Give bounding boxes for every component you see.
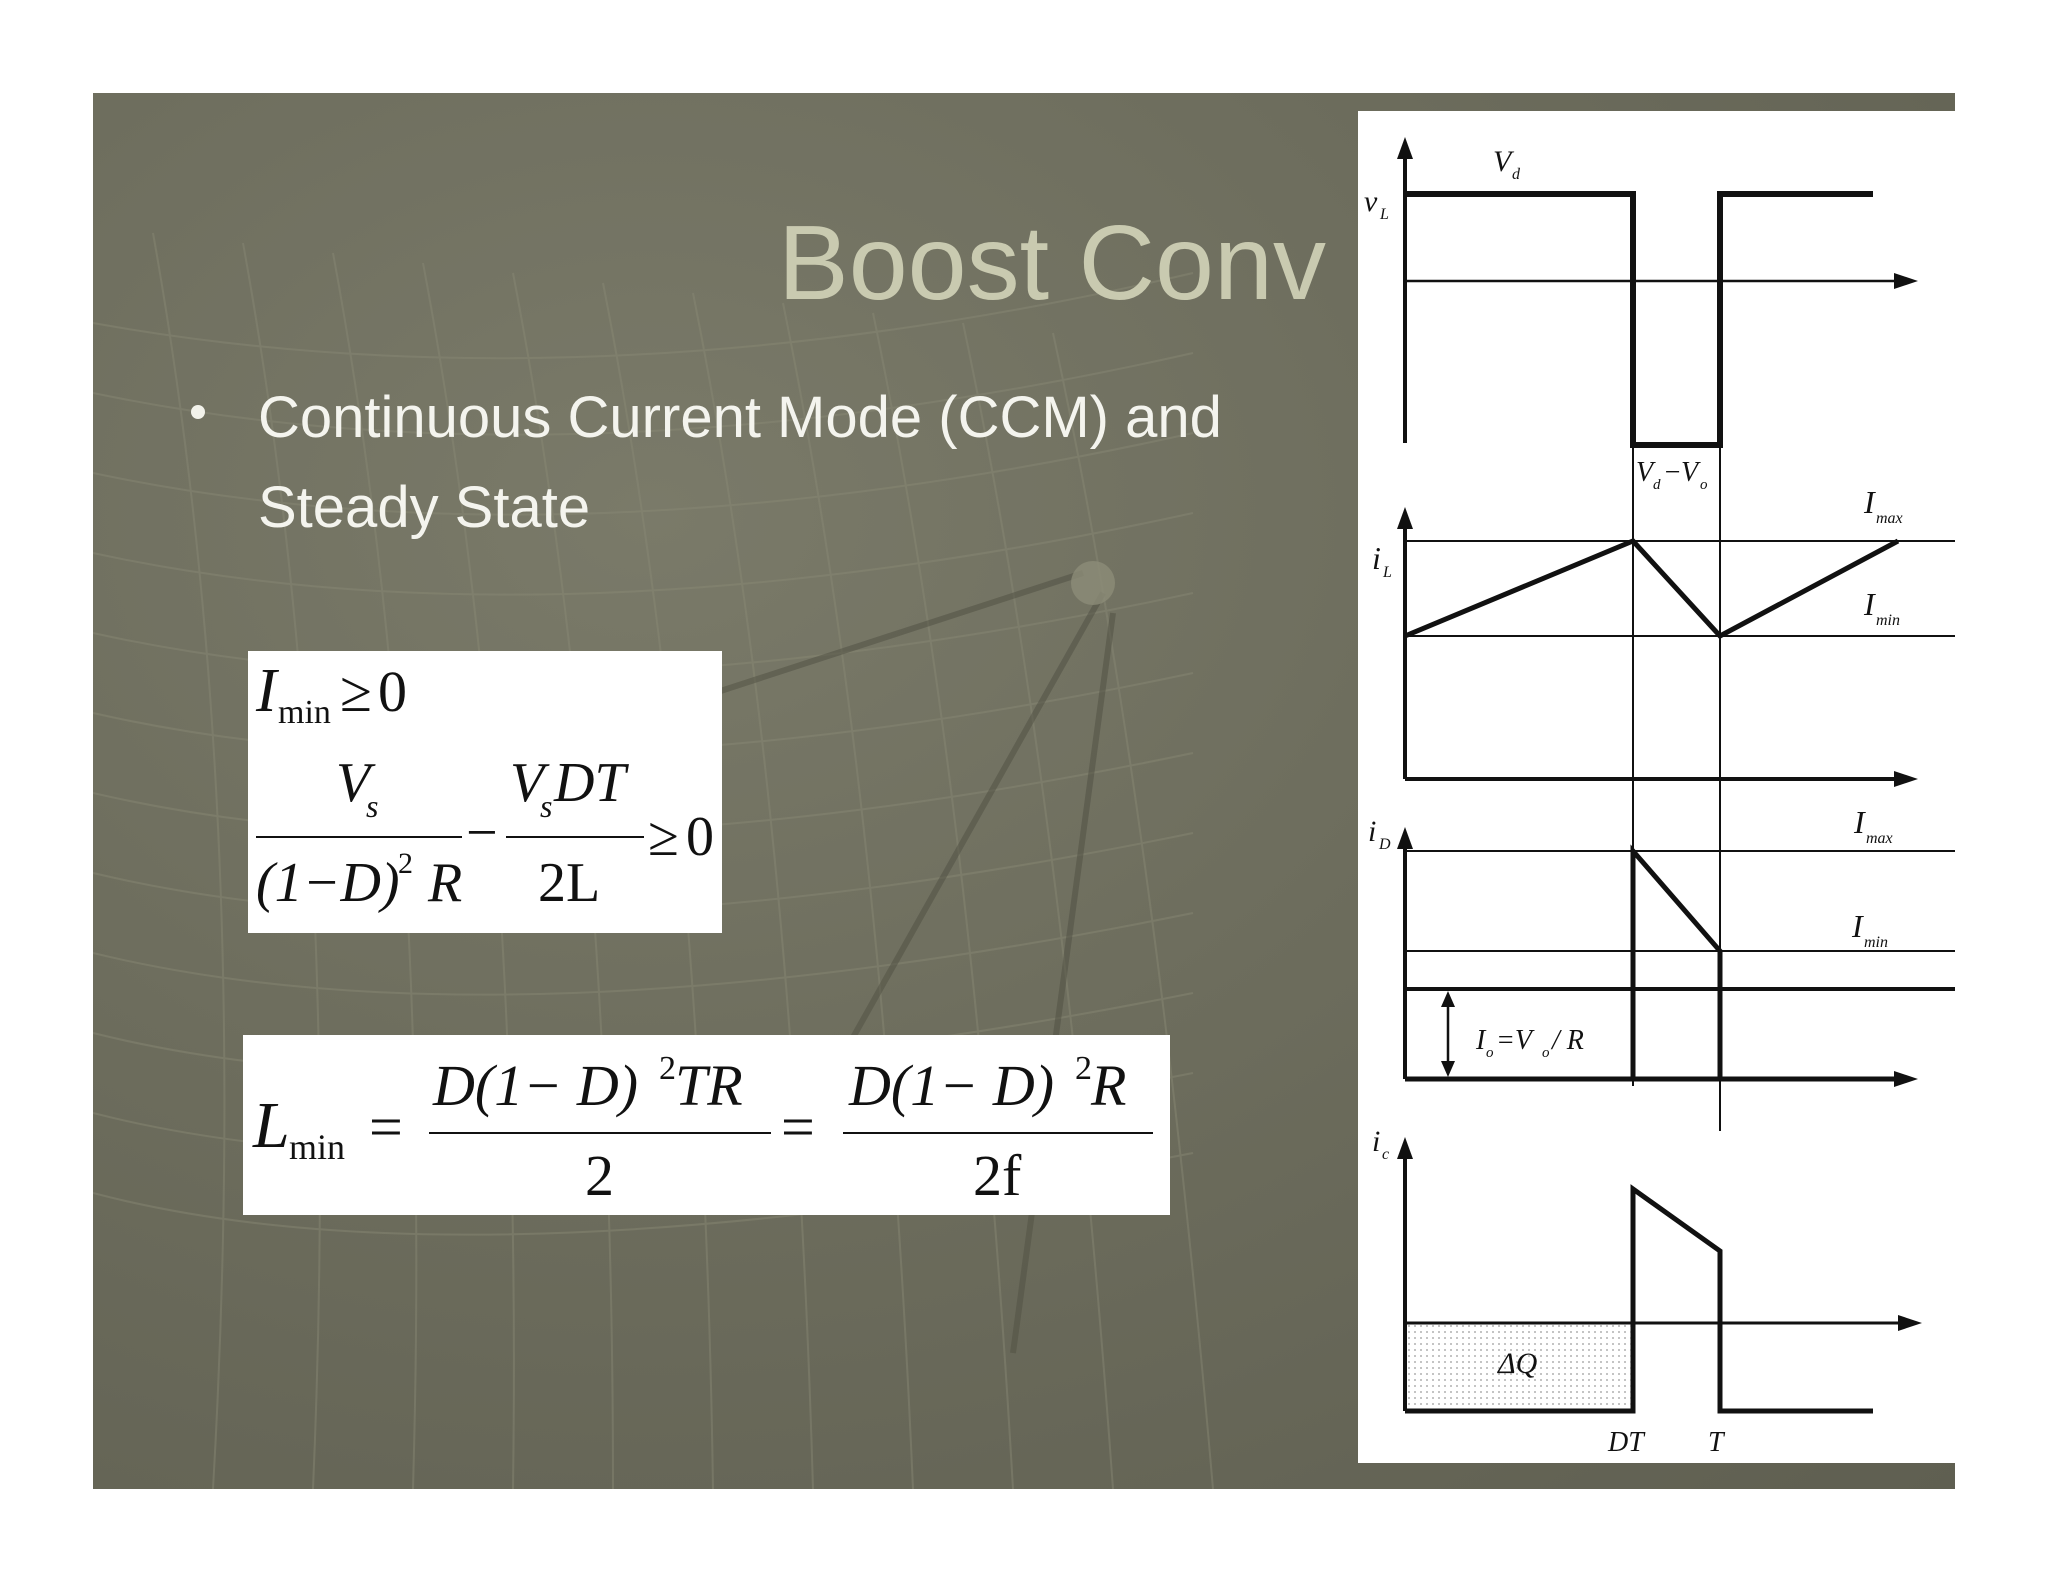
vl-low-a: V	[1636, 457, 1656, 488]
il-time-arrow	[1894, 771, 1918, 787]
eq2-frac2-num-b: R	[1090, 1053, 1126, 1118]
id-imin-sub: min	[1864, 934, 1888, 951]
eq1-minus: −	[466, 802, 498, 864]
vl-low-a-sub: d	[1653, 477, 1661, 493]
id-waveform	[1630, 844, 1723, 1079]
eq1-frac1-V: V	[336, 752, 376, 814]
waveform-diagram: v L V d V d − V o i L I max I min i D I	[1358, 111, 1955, 1463]
il-axis-label: i	[1372, 540, 1381, 576]
eq2-frac1-num-a: D(1− D)	[432, 1053, 638, 1118]
ic-axis-label: i	[1372, 1125, 1380, 1158]
eq1-frac2-DT: DT	[553, 752, 629, 814]
eq2-frac1-sup: 2	[659, 1050, 676, 1087]
bullet-text: Continuous Current Mode (CCM) and Steady…	[258, 385, 1222, 540]
io-label-eq-sub: o	[1542, 1045, 1550, 1061]
eq1-I: I	[255, 657, 280, 725]
eq2-L: L	[252, 1089, 290, 1162]
il-imin-label: I	[1863, 586, 1876, 622]
dt-label: DT	[1607, 1427, 1646, 1458]
il-imin-sub: min	[1876, 612, 1900, 629]
eq1-min-sub: min	[278, 694, 331, 731]
ic-waveform	[1405, 1184, 1873, 1414]
il-axis-sub: L	[1382, 564, 1392, 581]
eq1-frac1-s: s	[366, 788, 378, 824]
io-label-rest: / R	[1550, 1025, 1584, 1056]
vl-waveform	[1405, 191, 1873, 448]
vl-high-sub: d	[1512, 166, 1521, 183]
eq2-frac1-num-b: TR	[675, 1053, 743, 1118]
eq2-frac2-num-a: D(1− D)	[848, 1053, 1054, 1118]
il-waveform	[1404, 538, 1900, 640]
io-label-a-sub: o	[1486, 1045, 1494, 1061]
eq1-frac1-den: (1−D)	[256, 852, 400, 914]
io-arrow-down	[1441, 1061, 1455, 1077]
il-imax-label: I	[1863, 484, 1876, 520]
slide: Boost Conv Continuous Current Mode (CCM)…	[93, 93, 1955, 1489]
vl-time-arrow	[1894, 273, 1918, 289]
id-imax-label: I	[1853, 804, 1866, 840]
eq2-frac2-sup: 2	[1075, 1050, 1092, 1087]
vl-axis-label: v	[1364, 185, 1378, 218]
equation-lmin: L min = D(1− D) 2 TR 2 = D(1− D) 2 R 2f	[243, 1035, 1170, 1215]
eq2-equals-2: =	[781, 1094, 815, 1160]
eq1-frac2-s: s	[540, 788, 552, 824]
eq1-frac2-den: 2L	[538, 852, 600, 914]
eq2-equals-1: =	[369, 1094, 403, 1160]
vl-axis-sub: L	[1379, 206, 1389, 223]
ic-time-arrow	[1898, 1315, 1922, 1331]
slide-title: Boost Conv	[778, 204, 1326, 322]
vl-high-label: V	[1493, 145, 1515, 178]
id-axis-arrow	[1397, 827, 1413, 849]
ic-axis-sub: c	[1382, 1146, 1389, 1163]
il-imax-sub: max	[1876, 510, 1903, 527]
bullet-marker	[191, 405, 205, 419]
io-arrow-up	[1441, 991, 1455, 1007]
vl-axis-arrow	[1397, 137, 1413, 159]
id-axis-sub: D	[1378, 836, 1391, 853]
eq1-zero2: 0	[686, 806, 714, 868]
eq2-min-sub: min	[289, 1127, 345, 1167]
id-imax-sub: max	[1866, 830, 1893, 847]
eq1-ge: ≥	[340, 659, 372, 724]
io-label-a: I	[1475, 1025, 1487, 1056]
t-label: T	[1708, 1427, 1726, 1458]
eq1-ge2: ≥	[648, 806, 679, 868]
ic-axis-arrow	[1397, 1137, 1413, 1159]
eq2-frac2-den: 2f	[973, 1143, 1022, 1208]
vl-low-b: V	[1681, 457, 1701, 488]
eq2-frac1-den: 2	[585, 1143, 614, 1208]
eq1-frac1-sup: 2	[398, 847, 413, 880]
id-axis-label: i	[1368, 815, 1376, 848]
delta-q-area	[1407, 1323, 1633, 1409]
equation-imin-condition: I min ≥ 0 V s (1−D) 2 R − V s DT 2L ≥ 0	[248, 651, 722, 933]
eq1-frac1-R: R	[427, 852, 462, 914]
il-axis-arrow	[1397, 507, 1413, 529]
id-time-arrow	[1894, 1071, 1918, 1087]
delta-q-label: ΔQ	[1497, 1347, 1538, 1380]
vl-low-b-sub: o	[1700, 477, 1708, 493]
eq1-frac2-V: V	[510, 752, 550, 814]
eq1-zero: 0	[378, 659, 407, 724]
io-label-eq: =V	[1496, 1025, 1535, 1056]
vl-low-dash: −	[1663, 457, 1682, 488]
id-imin-label: I	[1851, 908, 1864, 944]
